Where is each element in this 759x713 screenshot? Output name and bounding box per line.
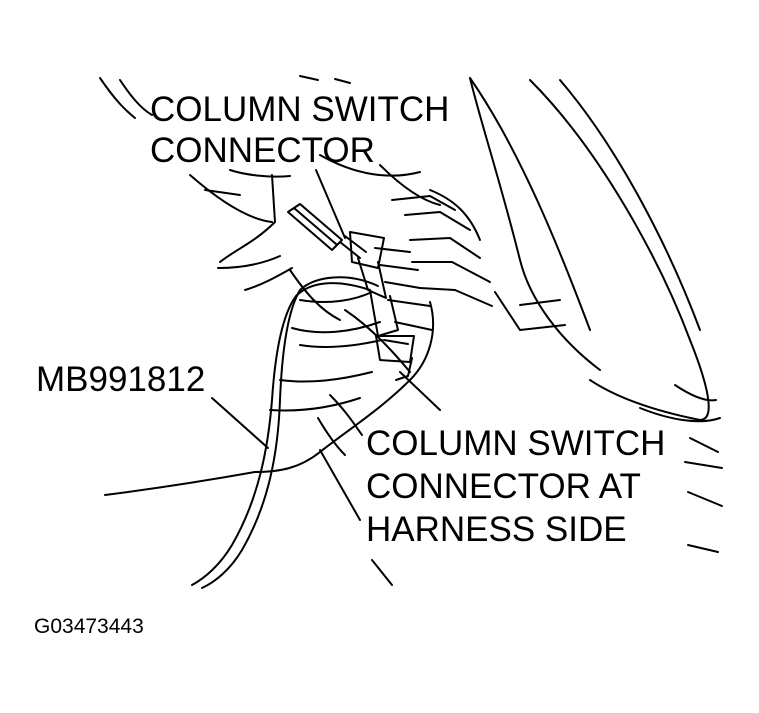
harness-side-connector-line-2: CONNECTOR AT — [366, 467, 641, 506]
harness-side-connector-line-3: HARNESS SIDE — [366, 510, 627, 549]
lower-dash-drawing — [104, 269, 434, 496]
leader-lines — [211, 169, 441, 586]
dashboard-trim-drawing — [99, 75, 493, 331]
column-switch-connector-label: COLUMN SWITCH CONNECTOR — [150, 92, 449, 168]
column-switch-connector-line-2: CONNECTOR — [150, 131, 375, 170]
leader-column-switch-connector — [315, 169, 346, 239]
leader-harness-side-connector-lower — [319, 449, 361, 521]
steering-column-drawing — [469, 77, 723, 553]
leader-mb991812 — [211, 397, 269, 449]
harness-side-connector-label: COLUMN SWITCH CONNECTOR AT HARNESS SIDE — [366, 426, 665, 547]
leader-harness-side-connector — [399, 371, 441, 411]
leader-harness-tail — [371, 559, 393, 586]
harness-side-connector-line-1: COLUMN SWITCH — [366, 424, 666, 463]
column-switch-connector-line-1: COLUMN SWITCH — [150, 90, 450, 129]
figure-id: G03473443 — [34, 615, 144, 638]
tool-mb991812-drawing — [191, 203, 415, 589]
special-tool-label: MB991812 — [36, 360, 206, 399]
